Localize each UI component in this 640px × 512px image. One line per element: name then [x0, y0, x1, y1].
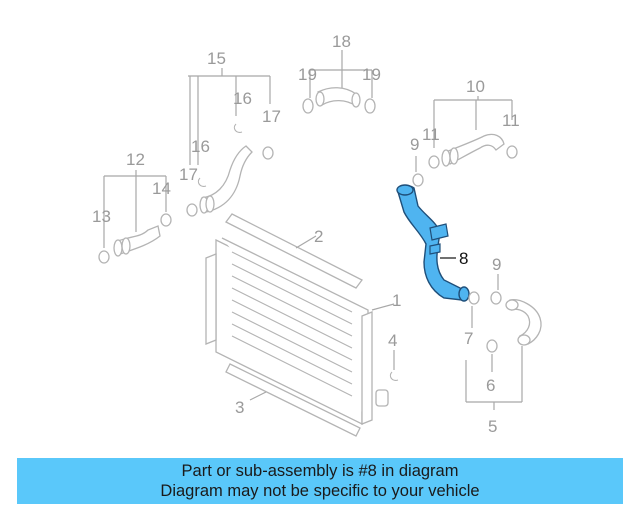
- banner-line-2: Diagram may not be specific to your vehi…: [160, 482, 480, 500]
- callout-16-top: 16: [233, 89, 252, 108]
- callout-16-bottom: 16: [191, 137, 210, 156]
- callout-8: 8: [459, 249, 468, 268]
- clamp-19-right: [364, 98, 376, 114]
- callout-1: 1: [392, 291, 401, 310]
- callout-17-top: 17: [262, 107, 281, 126]
- callout-19-right: 19: [362, 65, 381, 84]
- hose-group-15: 15 16 17 16 17: [179, 49, 281, 217]
- seal-strip-3: [225, 363, 361, 437]
- clamp-7: [468, 291, 480, 305]
- clamp-11-left: [428, 155, 440, 169]
- clamp-13: [98, 250, 110, 264]
- clamp-9-top: [412, 173, 424, 187]
- clamp-14: [160, 213, 172, 227]
- callout-4: 4: [388, 331, 397, 350]
- banner-line-1: Part or sub-assembly is #8 in diagram: [181, 462, 459, 480]
- seal-strip-2: [225, 213, 363, 289]
- hose-group-18: 18 19 19: [298, 32, 381, 114]
- callout-5: 5: [488, 417, 497, 436]
- clamp-19-left: [302, 98, 314, 114]
- callout-9-top: 9: [410, 135, 419, 154]
- clamp-9-right: [490, 291, 502, 305]
- callout-17-bottom: 17: [179, 165, 198, 184]
- clamp-17-bottom: [186, 203, 198, 217]
- hose-group-10: 10 11 11 9: [410, 77, 520, 187]
- callout-6: 6: [486, 376, 495, 395]
- hose-group-12: 12 13 14: [92, 150, 172, 264]
- clamp-17-top: [262, 146, 274, 160]
- coolant-pipe-8: 8: [396, 184, 470, 302]
- callout-11-right: 11: [502, 111, 520, 130]
- info-banner: Part or sub-assembly is #8 in diagram Di…: [17, 458, 623, 504]
- hose-10: [445, 133, 505, 165]
- callout-18: 18: [332, 32, 351, 51]
- hose-15: [201, 145, 253, 213]
- callout-15: 15: [207, 49, 226, 68]
- pipe-8-body: [397, 185, 467, 301]
- radiator-assembly: 2 1 3 4: [205, 213, 401, 437]
- clamp-6: [486, 339, 498, 353]
- callout-14: 14: [152, 179, 171, 198]
- clamp-11-right: [506, 145, 518, 159]
- callout-10: 10: [466, 77, 485, 96]
- callout-13: 13: [92, 207, 111, 226]
- callout-19-left: 19: [298, 65, 317, 84]
- callout-7: 7: [464, 329, 473, 348]
- callout-3: 3: [235, 398, 244, 417]
- callout-9-right: 9: [492, 255, 501, 274]
- callout-11-left: 11: [422, 125, 440, 144]
- callout-2: 2: [314, 227, 323, 246]
- hose-group-5: 9 7 6 5: [464, 255, 542, 436]
- callout-12: 12: [126, 150, 145, 169]
